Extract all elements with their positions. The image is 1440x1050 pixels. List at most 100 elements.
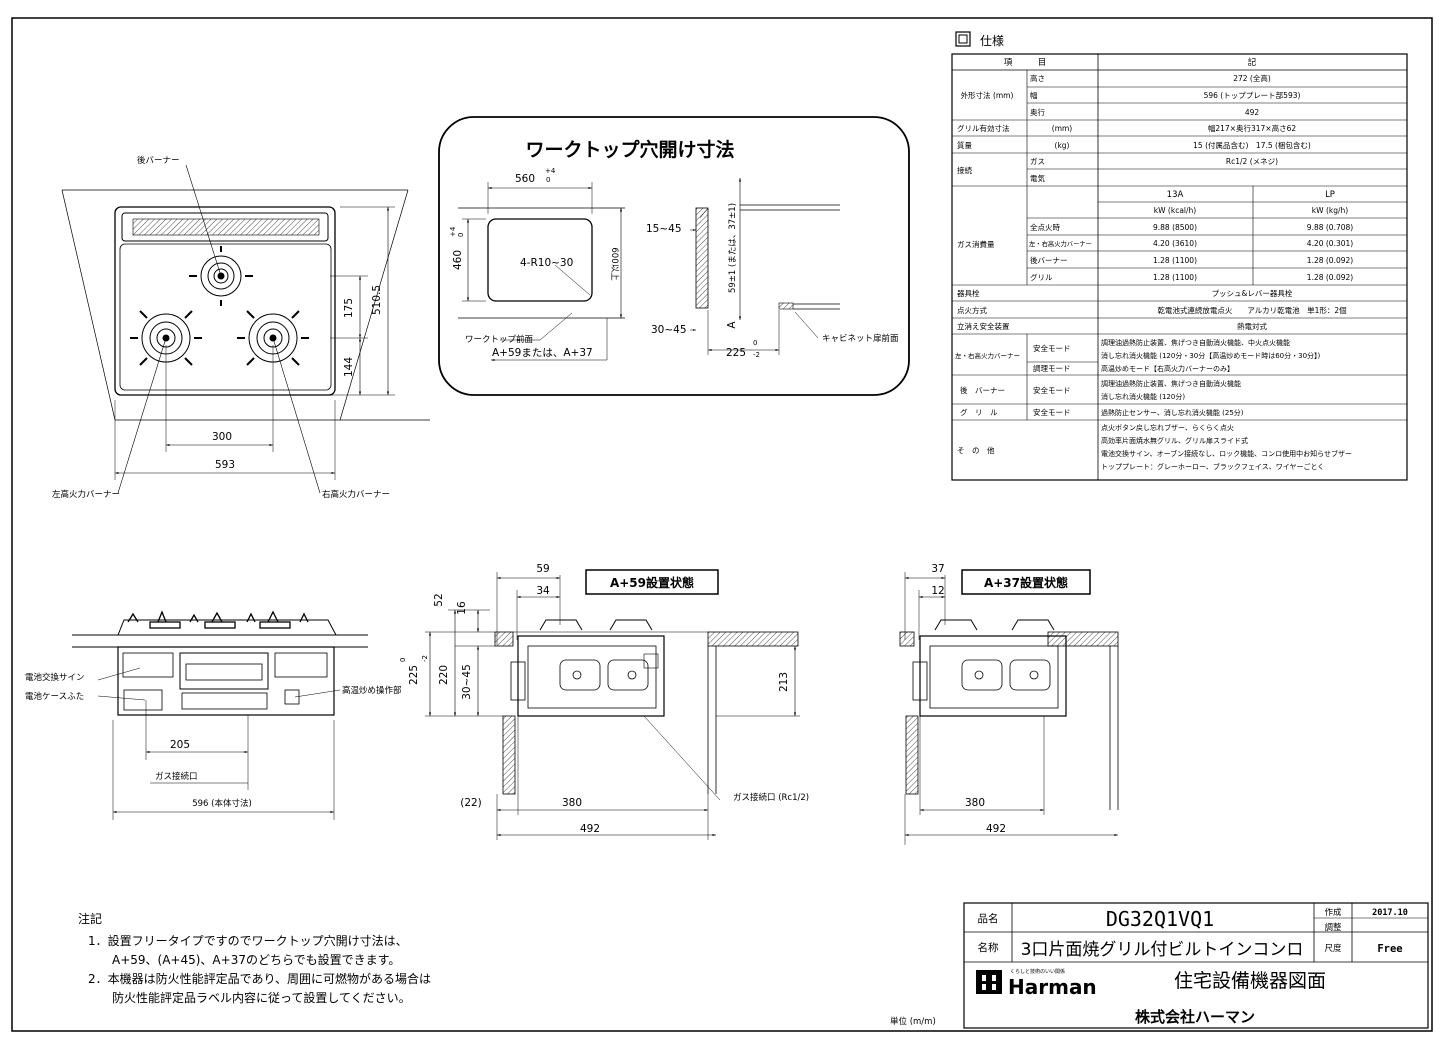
note-line-4: 防火性能評定品ラベル内容に従って設置してください。 — [112, 990, 411, 1005]
dim-52: 52 — [433, 593, 445, 606]
other-line: トッププレート：グレーホーロー、ブラックフェイス、ワイヤーごとく — [1101, 462, 1324, 471]
spec-key: 幅 — [1030, 90, 1038, 100]
cutout-cabinet: キャビネット扉前面 — [822, 333, 899, 344]
label-rear-burner: 後バーナー — [137, 155, 180, 166]
dim-205: 205 — [170, 739, 190, 751]
cutout-hole — [487, 218, 593, 302]
label-gas-inlet: ガス接続口 — [155, 771, 198, 782]
company-name: 株式会社ハーマン — [1135, 1008, 1255, 1026]
spec-head-value: 記 — [1248, 57, 1257, 68]
dim-596: 596 (本体寸法) — [192, 798, 252, 809]
spec-value: 596 (トッププレート部593) — [1204, 90, 1301, 100]
dim-300: 300 — [212, 431, 232, 443]
dim-37: 37 — [931, 563, 944, 575]
front-view-labels: 電池交換サイン 電池ケースふた 高温炒め操作部 205 ガス接続口 596 (本… — [25, 672, 402, 809]
gas-row-lp: 9.88 (0.708) — [1307, 223, 1353, 232]
label-left-burner: 左高火力バーナー — [52, 489, 120, 500]
dim-380-b: 380 — [965, 797, 985, 809]
dim-2252-tol: 0 — [399, 658, 407, 662]
spec-key: 点火方式 — [957, 305, 987, 315]
gas-unit-lp: kW (kg/h) — [1312, 206, 1348, 215]
note-line-3: 2．本機器は防火性能評定品であり、周囲に可燃物がある場合は — [88, 971, 431, 986]
drawing-kind: 住宅設備機器図面 — [1174, 970, 1326, 992]
front-trivets — [127, 610, 309, 629]
cutout-range-bottom: 30~45 — [651, 324, 687, 336]
dim-34: 34 — [536, 585, 550, 597]
dim-492-a: 492 — [580, 823, 600, 835]
dim-12: 12 — [931, 585, 944, 597]
gas-row-key: 後バーナー — [1030, 255, 1068, 265]
brand-tag: くらしと技術のいい関係 — [1010, 968, 1065, 975]
dim-2252-tol2: -2 — [421, 655, 429, 662]
dim-220: 220 — [438, 665, 450, 685]
cutout-height-tol: +4 — [449, 226, 457, 237]
spec-value: 幅217×奥行317×高さ62 — [1208, 123, 1296, 133]
scale-value: Free — [1377, 943, 1402, 955]
dim-510: 510.5 — [371, 285, 383, 315]
safety-text: 調理油過熱防止装置、焦げつき自動消火機能、中火点火機能 — [1101, 338, 1290, 347]
side37-title: A+37設置状態 — [984, 575, 1068, 590]
note-line-2: A+59、(A+45)、A+37のどちらでも設置できます。 — [112, 952, 400, 967]
spec-key: ガス — [1030, 156, 1045, 166]
safety-mode: 調理モード — [1033, 363, 1071, 373]
cutout-range-top: 15~45 — [646, 223, 682, 235]
dim-380-a: 380 — [562, 797, 582, 809]
cutout-height-tol2: 0 — [457, 233, 465, 237]
spec-group: 質量 — [957, 140, 972, 150]
spec-title: 仕様 — [980, 34, 1004, 48]
side59-title: A+59設置状態 — [610, 575, 694, 590]
spec-value: 熱電対式 — [1237, 321, 1267, 331]
harman-logo-icon — [976, 970, 1002, 994]
spec-key: (mm) — [1052, 124, 1073, 133]
label-shakudo: 尺度 — [1324, 943, 1342, 954]
cutout-front-label: ワークトップ前面 — [465, 334, 534, 345]
spec-key: 高さ — [1030, 73, 1045, 83]
high-temp-switch — [284, 689, 300, 705]
other-label: そ の 他 — [957, 445, 995, 455]
left-burner — [130, 310, 202, 366]
cutout-width-tol2: 0 — [546, 176, 550, 184]
dim-22: (22) — [460, 797, 482, 809]
side-view-59 — [425, 569, 800, 840]
cutout-d225: 225 — [726, 347, 746, 359]
spec-key: 電気 — [1030, 173, 1046, 183]
safety-text: 高温炒めモード【右高火力バーナーのみ】 — [1101, 364, 1234, 373]
label-high-temp: 高温炒め操作部 — [342, 685, 402, 696]
label-meisho: 名称 — [978, 941, 999, 954]
top-plate — [114, 206, 336, 396]
cutout-width-tol: +4 — [545, 167, 556, 175]
spec-head-item: 項 目 — [1004, 58, 1047, 68]
spec-value: 15 (付属品含む) 17.5 (梱包含む) — [1193, 140, 1311, 150]
label-chosei: 調整 — [1324, 922, 1342, 933]
spec-value: プッシュ&レバー器具栓 — [1212, 288, 1293, 298]
safety-grill-label: グ リ ル — [960, 407, 998, 417]
gas-row-key: 左・右高火力バーナー — [1029, 239, 1092, 248]
dim-2252: 225 — [408, 665, 420, 685]
top-view — [61, 164, 430, 494]
spec-title-icon — [955, 31, 971, 47]
other-line: 高効率片面焼水無グリル、グリル扉スライド式 — [1101, 436, 1248, 445]
label-gas-rc: ガス接続口 (Rc1/2) — [733, 792, 809, 803]
cutout-height: 460 — [452, 250, 464, 270]
dim-593: 593 — [215, 459, 235, 471]
cutout-depth: 600以上 — [609, 247, 619, 281]
label-sakusei: 作成 — [1324, 907, 1342, 918]
spec-key: (kg) — [1055, 141, 1070, 150]
safety-mode: 安全モード — [1033, 343, 1071, 353]
safety-text: 過熱防止センサー、消し忘れ消火機能 (25分) — [1101, 408, 1244, 417]
cutout-d225-tol: 0 — [753, 339, 757, 347]
dim-492-b: 492 — [986, 823, 1006, 835]
label-right-burner: 右高火力バーナー — [322, 489, 390, 500]
unit-note: 単位 (m/m) — [890, 1016, 936, 1027]
spec-gas-group: ガス消費量 — [957, 239, 995, 249]
dim-3045: 30~45 — [461, 664, 473, 700]
spec-group-size: 外形寸法 (mm) — [961, 90, 1014, 100]
gas-row-lp: 4.20 (0.301) — [1307, 239, 1353, 248]
gas-row-13a: 1.28 (1100) — [1153, 273, 1197, 282]
safety-text: 消し忘れ消火機能 (120分) — [1101, 392, 1185, 401]
safety-text: 調理油過熱防止装置、焦げつき自動消火機能 — [1101, 379, 1241, 388]
spec-key: 器具栓 — [957, 288, 980, 298]
spec-key: 奥行 — [1030, 107, 1046, 117]
dim-144: 144 — [343, 357, 355, 377]
